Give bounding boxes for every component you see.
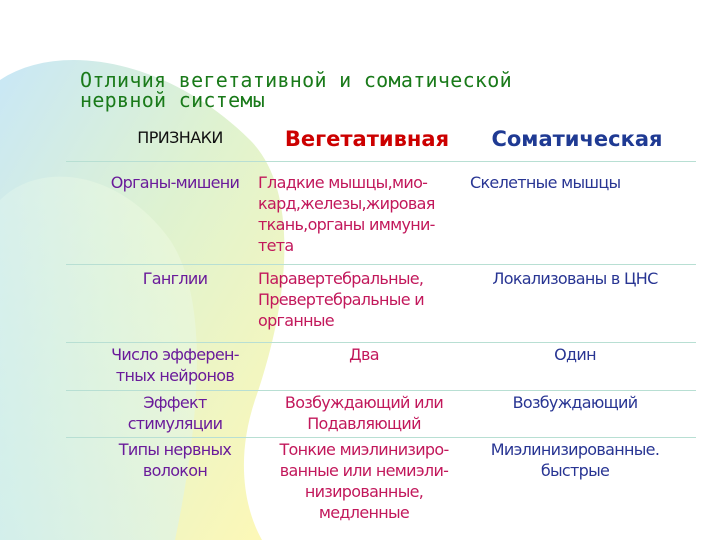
row-4-vegetative-line: Подавляющий xyxy=(307,414,421,433)
row-1-somatic-line: Скелетные мышцы xyxy=(470,173,621,192)
row-5-somatic-line: быстрые xyxy=(540,461,610,480)
row-3-feature-line: тных нейронов xyxy=(115,366,235,385)
header-somatic: Соматическая xyxy=(491,127,663,151)
slide-title: Отличия вегетативной и соматической нерв… xyxy=(80,70,640,110)
row-3-feature: Число эфферен- тных нейронов xyxy=(90,344,260,386)
row-1-vegetative-line: тета xyxy=(258,236,294,255)
row-1-vegetative: Гладкие мышцы,мио- кард,железы,жировая т… xyxy=(258,172,470,256)
table-divider xyxy=(66,437,696,438)
row-3-somatic: Один xyxy=(470,344,680,365)
row-5-vegetative-line: медленные xyxy=(318,503,410,522)
row-5-somatic-line: Миэлинизированные. xyxy=(490,440,660,459)
row-2-feature: Ганглии xyxy=(90,268,260,289)
row-1-feature-line: Органы-мишени xyxy=(110,173,240,192)
row-1-vegetative-line: кард,железы,жировая xyxy=(258,194,435,213)
row-2-vegetative-line: Паравертебральные, xyxy=(258,269,424,288)
row-3-somatic-line: Один xyxy=(554,345,596,364)
table-divider xyxy=(66,161,696,162)
row-4-vegetative: Возбуждающий или Подавляющий xyxy=(258,392,470,434)
title-line-2: нервной системы xyxy=(80,88,266,112)
row-2-somatic: Локализованы в ЦНС xyxy=(470,268,680,289)
header-vegetative: Вегетативная xyxy=(284,127,450,151)
row-2-feature-line: Ганглии xyxy=(142,269,208,288)
table-divider xyxy=(66,264,696,265)
row-1-vegetative-line: ткань,органы иммуни- xyxy=(258,215,435,234)
row-3-vegetative: Два xyxy=(258,344,470,365)
title-line-1: Отличия вегетативной и соматической xyxy=(80,68,512,92)
table-divider xyxy=(66,390,696,391)
row-4-feature-line: Эффект xyxy=(143,393,207,412)
row-5-vegetative-line: Тонкие миэлинизиро- xyxy=(279,440,449,459)
row-5-feature-line: волокон xyxy=(142,461,208,480)
row-4-feature: Эффект стимуляции xyxy=(90,392,260,434)
row-5-feature-line: Типы нервных xyxy=(118,440,232,459)
header-features: ПРИЗНАКИ xyxy=(137,128,223,147)
row-2-vegetative-line: органные xyxy=(258,311,335,330)
row-3-vegetative-line: Два xyxy=(349,345,379,364)
row-2-vegetative-line: Превертебральные и xyxy=(258,290,425,309)
row-4-somatic: Возбуждающий xyxy=(470,392,680,413)
row-5-vegetative: Тонкие миэлинизиро- ванные или немиэли- … xyxy=(258,439,470,523)
row-5-feature: Типы нервных волокон xyxy=(90,439,260,481)
row-2-somatic-line: Локализованы в ЦНС xyxy=(492,269,658,288)
table-divider xyxy=(66,342,696,343)
row-1-feature: Органы-мишени xyxy=(90,172,260,193)
row-5-vegetative-line: ванные или немиэли- xyxy=(279,461,449,480)
row-5-vegetative-line: низированные, xyxy=(304,482,424,501)
row-1-vegetative-line: Гладкие мышцы,мио- xyxy=(258,173,428,192)
row-2-vegetative: Паравертебральные, Превертебральные и ор… xyxy=(258,268,470,331)
row-4-vegetative-line: Возбуждающий или xyxy=(284,393,444,412)
row-3-feature-line: Число эфферен- xyxy=(111,345,239,364)
row-4-somatic-line: Возбуждающий xyxy=(512,393,639,412)
row-4-feature-line: стимуляции xyxy=(127,414,223,433)
row-1-somatic: Скелетные мышцы xyxy=(470,172,680,193)
row-5-somatic: Миэлинизированные. быстрые xyxy=(470,439,680,481)
